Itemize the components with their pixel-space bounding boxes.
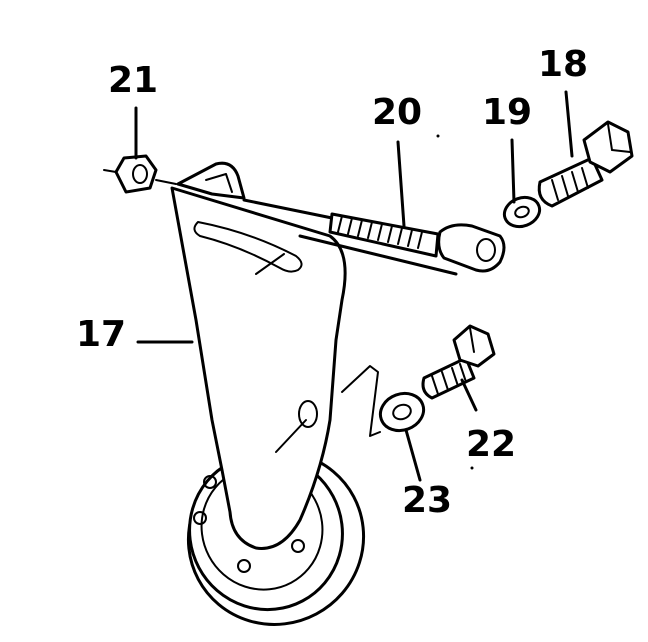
- wheel-hole: [291, 539, 305, 553]
- wheel-hole: [193, 511, 207, 525]
- callout-23: 23: [402, 480, 452, 521]
- leader-lines: [134, 90, 574, 482]
- bolt: [537, 120, 634, 208]
- callout-17: 17: [76, 314, 126, 355]
- callout-19: 19: [482, 92, 532, 133]
- wheel-hole: [203, 475, 217, 489]
- speck: [470, 466, 474, 470]
- callout-21: 21: [108, 60, 158, 101]
- callout-20: 20: [372, 92, 422, 133]
- hex-nut: [103, 154, 177, 194]
- wheel-hole: [237, 559, 251, 573]
- callout-22: 22: [466, 424, 516, 465]
- adjusting-rod: [242, 198, 506, 276]
- speck: [436, 134, 440, 138]
- washer: [502, 195, 542, 229]
- pivot-bolt: [421, 324, 496, 400]
- callout-18: 18: [538, 44, 588, 85]
- pivot-washer: [378, 391, 426, 433]
- tensioner-bracket: [170, 161, 347, 550]
- assembly-axis: [341, 365, 381, 437]
